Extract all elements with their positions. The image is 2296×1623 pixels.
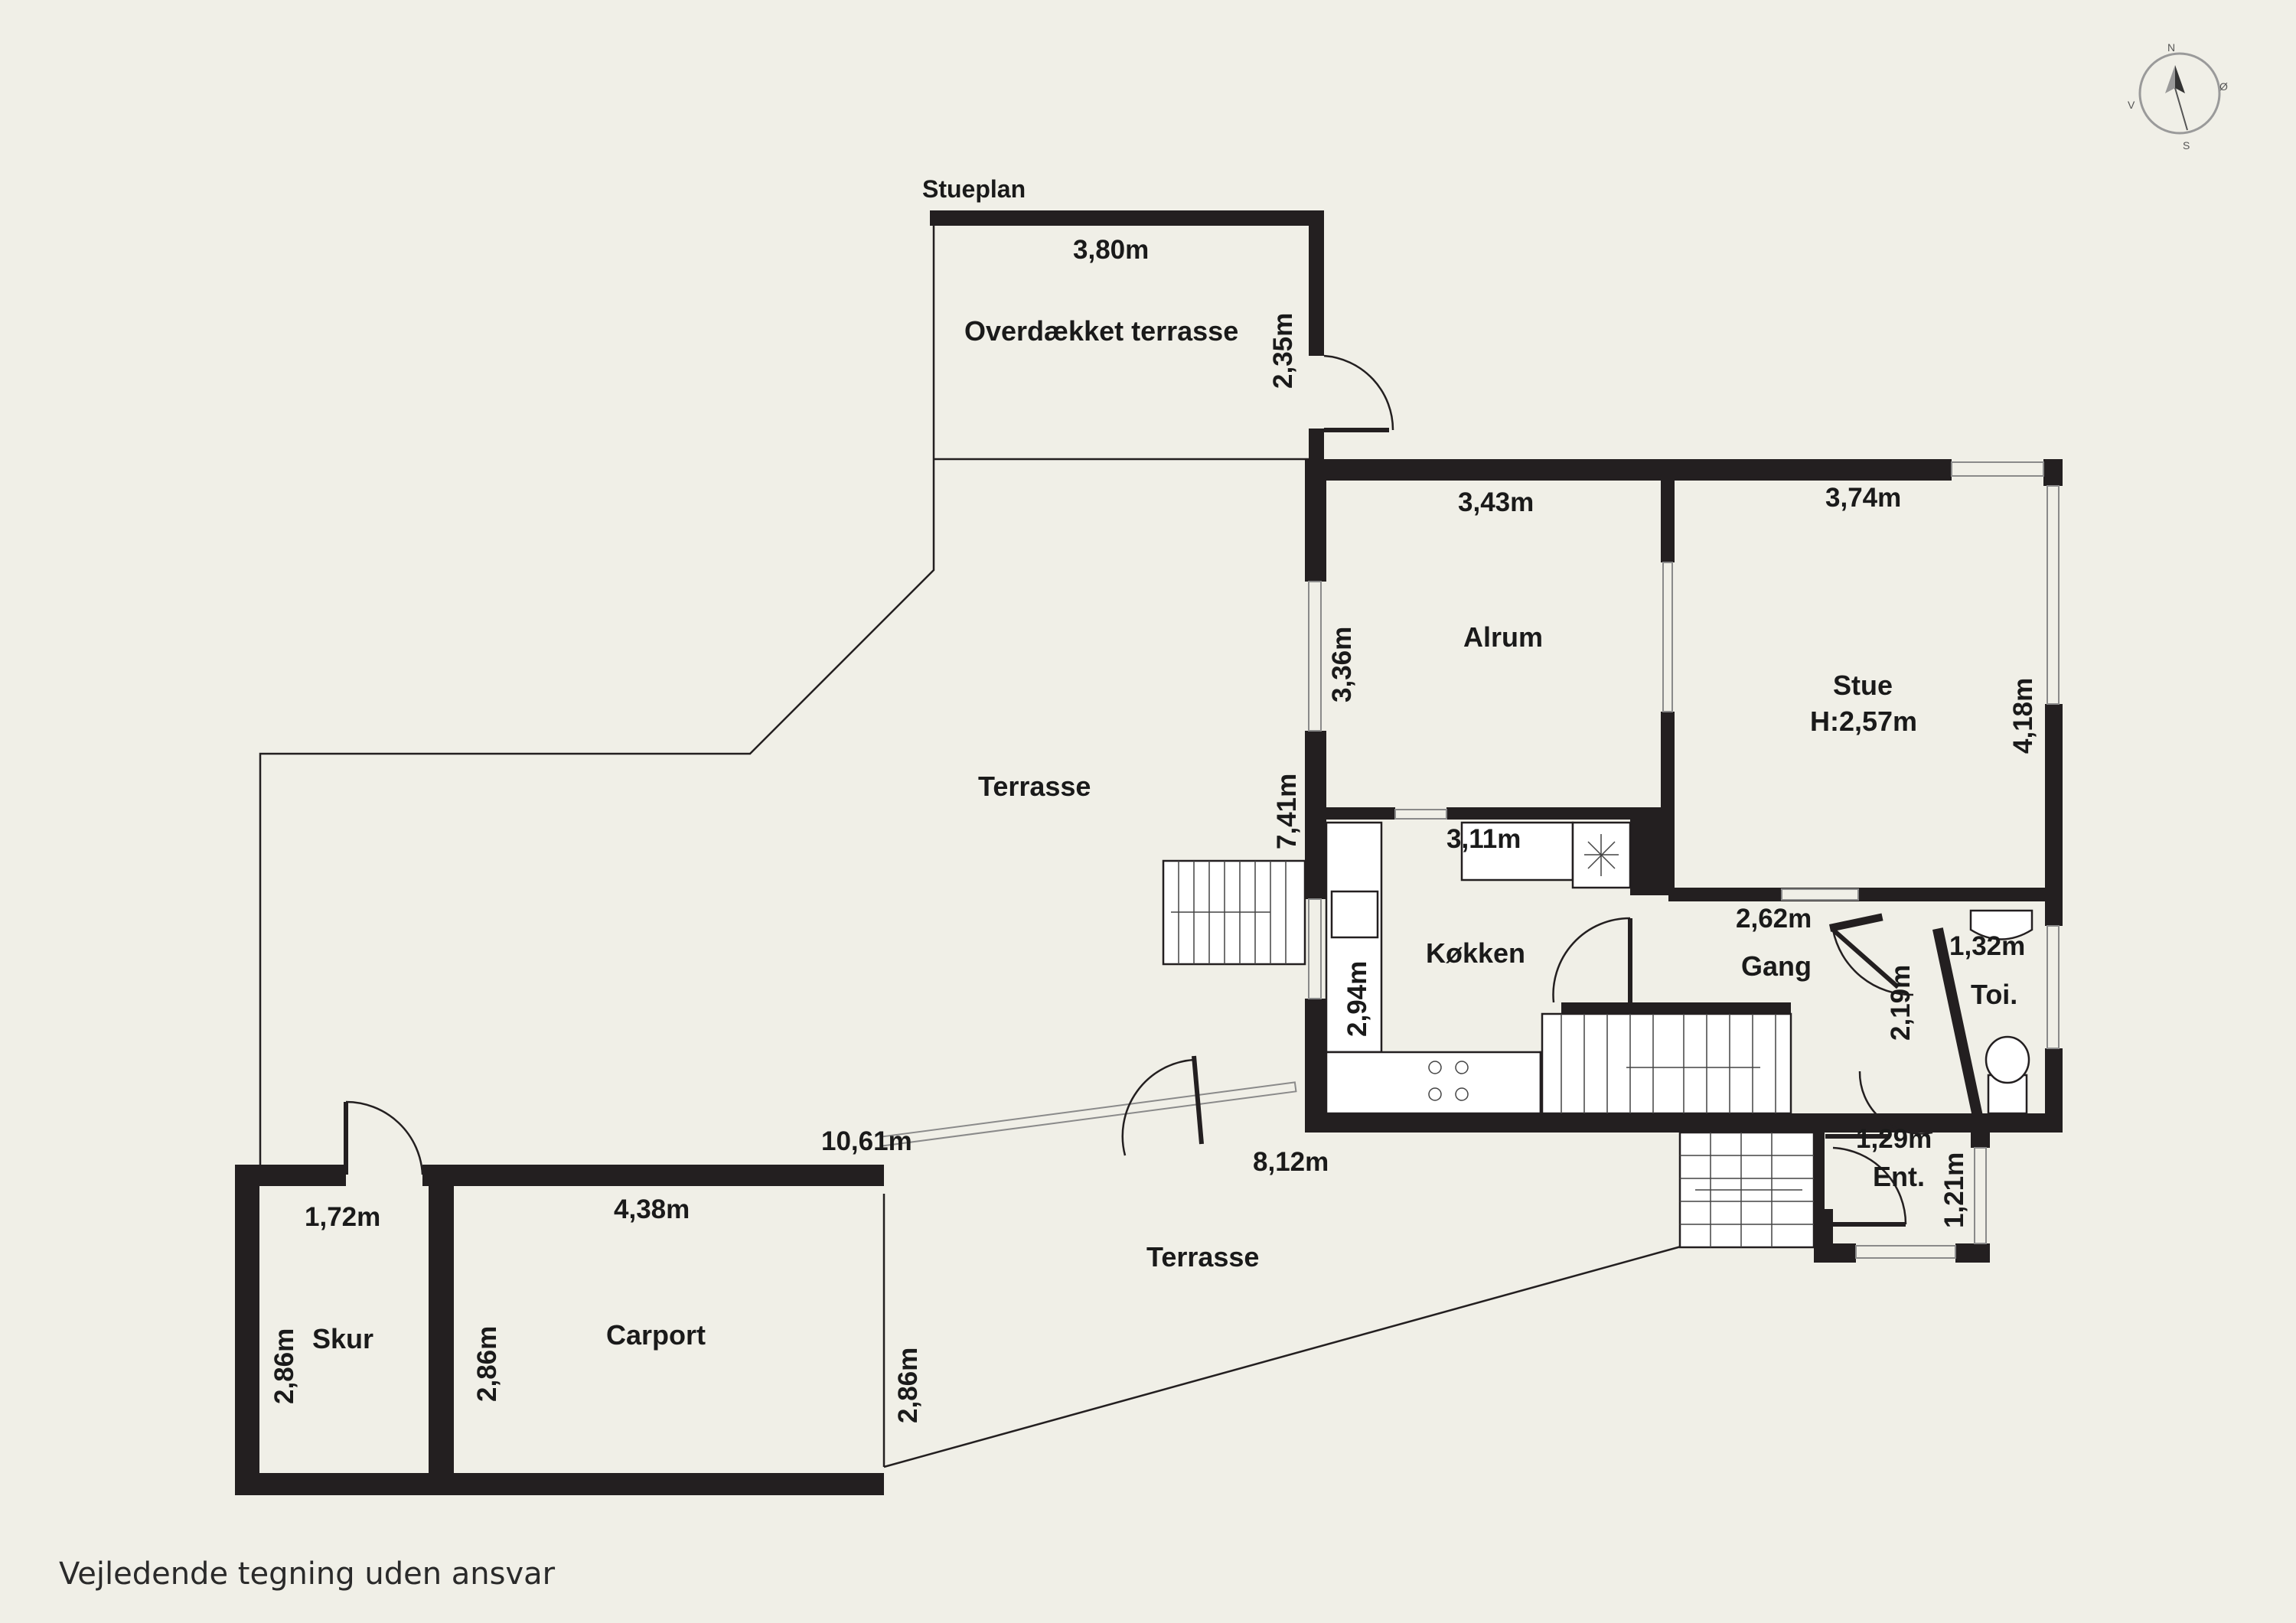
room-alrum: Alrum bbox=[1463, 621, 1543, 653]
dim-kokken-height: 2,94m bbox=[1342, 961, 1372, 1037]
room-ent: Ent. bbox=[1873, 1161, 1925, 1192]
room-kokken: Køkken bbox=[1426, 937, 1525, 969]
compass-rose: N S Ø V bbox=[2128, 41, 2228, 152]
room-gang: Gang bbox=[1741, 950, 1812, 982]
room-toi: Toi. bbox=[1971, 979, 2017, 1010]
dim-terrasse-front: 8,12m bbox=[1253, 1147, 1329, 1177]
room-skur: Skur bbox=[312, 1323, 373, 1354]
dim-carport-height: 2,86m bbox=[472, 1326, 502, 1402]
dim-kokken-width: 3,11m bbox=[1446, 824, 1521, 854]
dim-terrasse-height: 7,41m bbox=[1272, 774, 1302, 849]
room-stue-height: H:2,57m bbox=[1810, 706, 1917, 737]
house-walls bbox=[1305, 459, 2063, 1263]
dim-ent-height: 1,21m bbox=[1939, 1152, 1969, 1228]
dim-alrum-width: 3,43m bbox=[1458, 487, 1534, 517]
terrace-outline bbox=[259, 222, 1684, 1468]
dim-stue-width: 3,74m bbox=[1825, 483, 1901, 513]
dim-gang-height: 2,19m bbox=[1886, 965, 1916, 1041]
room-stue: Stue bbox=[1833, 670, 1893, 701]
toilet-fixtures bbox=[1969, 909, 2033, 1115]
stairs bbox=[1162, 859, 1815, 1249]
dim-toi-width: 1,32m bbox=[1949, 931, 2025, 961]
dim-overdaekket-width: 3,80m bbox=[1073, 235, 1149, 265]
windows bbox=[880, 461, 2060, 1259]
dim-alrum-height: 3,36m bbox=[1327, 627, 1357, 702]
room-labels: Stueplan Overdækket terrasse Terrasse Al… bbox=[312, 175, 2017, 1354]
compass-s-label: S bbox=[2183, 139, 2190, 152]
dim-gang-width: 2,62m bbox=[1736, 904, 1812, 934]
dim-skur-width: 1,72m bbox=[305, 1202, 380, 1232]
dim-stue-height: 4,18m bbox=[2008, 678, 2038, 754]
dim-carport-width: 4,38m bbox=[614, 1194, 690, 1224]
compass-n-label: N bbox=[2167, 41, 2175, 54]
room-carport: Carport bbox=[606, 1319, 706, 1351]
plan-title: Stueplan bbox=[922, 175, 1026, 203]
disclaimer-text: Vejledende tegning uden ansvar bbox=[59, 1556, 556, 1592]
covered-terrace-walls bbox=[930, 210, 1324, 467]
compass-w-label: V bbox=[2128, 99, 2135, 111]
dim-overdaekket-height: 2,35m bbox=[1268, 313, 1298, 389]
room-terrasse-bottom: Terrasse bbox=[1146, 1241, 1259, 1273]
compass-e-label: Ø bbox=[2219, 80, 2228, 93]
doors bbox=[344, 354, 1933, 1227]
dim-ent-width: 1,29m bbox=[1856, 1124, 1932, 1154]
room-overdaekket-terrasse: Overdækket terrasse bbox=[964, 315, 1238, 347]
dim-terrasse-line: 10,61m bbox=[821, 1126, 912, 1156]
dim-skur-height: 2,86m bbox=[269, 1328, 299, 1404]
dimension-labels: 3,80m 2,35m 3,43m 3,36m 3,74m 4,18m 7,41… bbox=[269, 235, 2038, 1423]
room-terrasse-top: Terrasse bbox=[978, 771, 1091, 802]
outbuilding-walls bbox=[235, 1165, 884, 1495]
dim-carport-side: 2,86m bbox=[893, 1348, 923, 1423]
